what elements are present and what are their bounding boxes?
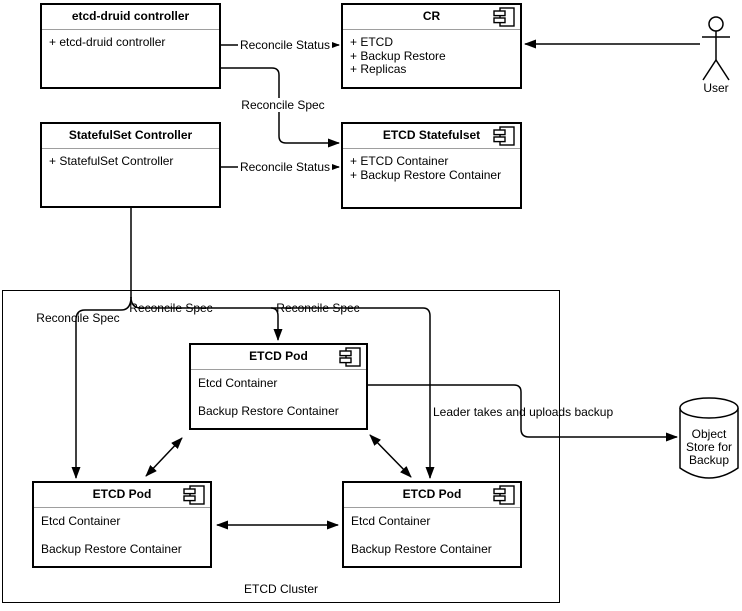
edge-label-reconcile-spec-right: Reconcile Spec: [276, 301, 360, 315]
user-actor-label: User: [703, 81, 729, 95]
node-etcd-pod-left: ETCD Pod Etcd Container Backup Restore C…: [32, 481, 212, 568]
component-icon: [183, 485, 205, 505]
node-title: etcd-druid controller: [42, 5, 219, 30]
component-icon: [493, 7, 515, 27]
component-icon: [493, 485, 515, 505]
node-attribute: + Backup Restore Container: [350, 167, 502, 182]
edge-label-reconcile-spec-center: Reconcile Spec: [129, 301, 213, 315]
node-attribute: Etcd Container: [198, 376, 278, 390]
node-attribute: + ETCD Container: [350, 154, 449, 168]
node-statefulset-controller: StatefulSet Controller + StatefulSet Con…: [40, 122, 221, 208]
object-store-label: Object Store for Backup: [685, 427, 733, 467]
node-etcd-statefulset: ETCD Statefulset + ETCD Container + Back…: [341, 122, 522, 209]
node-title: StatefulSet Controller: [42, 124, 219, 149]
node-title: ETCD Pod: [92, 487, 152, 501]
component-icon: [493, 126, 515, 146]
node-attribute: Backup Restore Container: [41, 542, 182, 556]
edge-label-reconcile-spec-top: Reconcile Spec: [236, 98, 330, 112]
node-title: ETCD Statefulset: [382, 128, 481, 142]
component-icon: [339, 347, 361, 367]
etcd-cluster-container: ETCD Cluster: [2, 290, 560, 603]
node-etcd-druid-controller: etcd-druid controller + etcd-druid contr…: [40, 3, 221, 89]
node-attribute: + etcd-druid controller: [49, 35, 166, 49]
node-cr: CR + ETCD + Backup Restore + Replicas: [341, 3, 522, 89]
etcd-cluster-label: ETCD Cluster: [243, 582, 318, 596]
node-attribute: + Replicas: [350, 62, 407, 76]
edge-label-reconcile-status-mid: Reconcile Status: [238, 160, 332, 174]
node-attribute: Backup Restore Container: [198, 404, 339, 418]
node-attribute: Etcd Container: [41, 514, 121, 528]
node-title: ETCD Pod: [402, 487, 462, 501]
node-etcd-pod-top: ETCD Pod Etcd Container Backup Restore C…: [189, 343, 368, 430]
node-attribute: Etcd Container: [351, 514, 431, 528]
node-attribute: + StatefulSet Controller: [49, 154, 174, 168]
node-attribute: + ETCD: [350, 35, 394, 49]
edge-label-leader-backup: Leader takes and uploads backup: [433, 405, 614, 419]
node-title: ETCD Pod: [249, 349, 308, 363]
edge-label-reconcile-spec-left: Reconcile Spec: [36, 311, 120, 325]
node-etcd-pod-right: ETCD Pod Etcd Container Backup Restore C…: [342, 481, 522, 568]
node-attribute: Backup Restore Container: [351, 542, 492, 556]
node-title: CR: [422, 9, 441, 23]
user-actor-icon: [702, 16, 730, 81]
edge-label-reconcile-status-top: Reconcile Status: [238, 38, 332, 52]
node-attribute: + Backup Restore: [350, 48, 446, 63]
